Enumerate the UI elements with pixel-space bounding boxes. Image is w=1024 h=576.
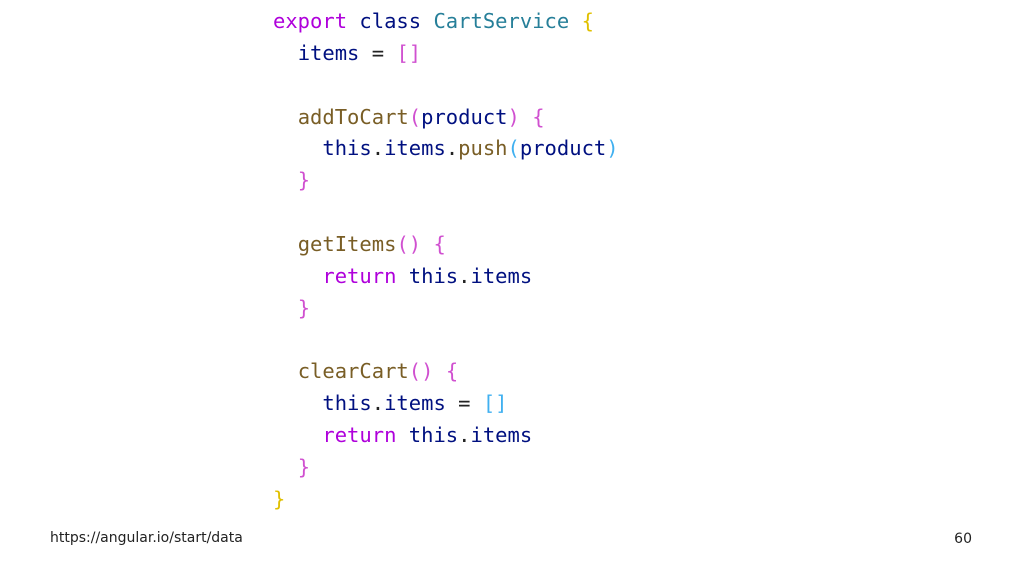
code-line: items = [] [273,38,619,70]
code-token: items [470,422,533,447]
code-token [273,105,298,129]
code-token [273,41,298,65]
code-token: this [322,391,372,416]
code-token: { [581,9,594,33]
code-token: push [458,136,508,161]
code-token: . [458,263,471,288]
code-token [433,359,445,383]
code-token: } [297,168,311,193]
code-token [273,264,322,288]
code-line: } [273,484,619,516]
code-token [421,232,433,256]
code-token: this [408,263,459,288]
code-token: items [384,391,446,416]
code-token: ( [507,136,520,161]
code-token: ( [408,104,422,129]
code-token: export [273,9,348,33]
code-line [273,324,619,356]
code-line [273,197,619,229]
code-token: . [445,136,459,161]
code-token [421,9,433,33]
code-token: { [433,231,446,256]
code-token: . [371,136,385,161]
code-token: ) [507,104,520,129]
code-line: return this.items [273,261,619,293]
code-line: return this.items [273,420,619,452]
source-link[interactable]: https://angular.io/start/data [50,530,243,546]
code-token [273,136,322,160]
code-token: () [408,359,434,384]
code-token: ) [606,136,619,161]
code-line: getItems() { [273,229,619,261]
code-line: export class CartService { [273,6,619,38]
code-token: return [322,263,397,288]
code-token: . [458,422,471,447]
code-token: = [359,40,397,65]
code-token [347,9,359,33]
code-token [273,359,298,383]
code-token: { [532,104,545,129]
code-token [273,296,298,320]
code-token [520,105,532,129]
code-line: } [273,452,619,484]
code-token [396,423,408,447]
code-token [569,9,581,33]
code-block: export class CartService { items = [] ad… [273,6,619,516]
code-token [273,455,298,479]
code-token: = [445,391,483,416]
code-token: product [421,104,508,129]
code-token: product [519,136,607,161]
code-token: } [297,295,311,320]
code-token: . [371,391,385,416]
page-number: 60 [954,531,972,547]
code-token: () [396,231,422,256]
code-token [273,168,298,192]
code-token: this [322,136,372,161]
code-token: clearCart [297,359,409,384]
code-token: class [359,9,422,33]
code-token: return [322,422,397,447]
code-token: [] [396,40,422,65]
code-line: this.items.push(product) [273,133,619,165]
code-line: } [273,165,619,197]
code-token: addToCart [297,104,409,129]
code-token: getItems [297,231,397,256]
code-token [273,423,322,447]
code-token: } [273,486,286,511]
code-token: items [470,263,533,288]
code-token: CartService [433,9,570,33]
code-token [396,264,408,288]
code-line: clearCart() { [273,356,619,388]
code-token: this [408,422,459,447]
code-line: } [273,293,619,325]
code-token [273,391,322,415]
code-token: [] [482,391,508,416]
code-token: { [445,359,459,384]
code-token: } [297,454,311,479]
code-line: this.items = [] [273,388,619,420]
code-line: addToCart(product) { [273,102,619,134]
code-line [273,70,619,102]
code-token [273,232,298,256]
code-token: items [384,136,446,161]
code-token: items [297,40,360,65]
